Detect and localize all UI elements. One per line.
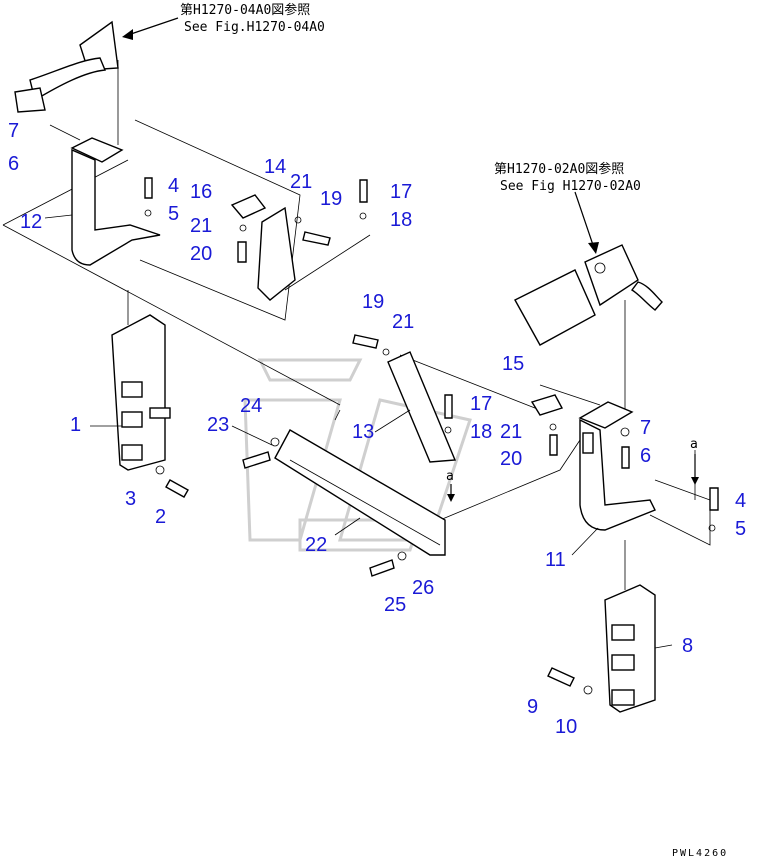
- rail-22: [242, 429, 446, 577]
- callout-21: 21: [392, 311, 414, 333]
- callout-21: 21: [190, 215, 212, 237]
- callout-13: 13: [352, 421, 374, 443]
- callout-numbers: 7 6 12 4 5 16 21 20 14 21 19 17 18 19 21…: [8, 120, 746, 738]
- bracket-11: [578, 401, 719, 532]
- callout-17: 17: [470, 393, 492, 415]
- callout-leaders: [44, 214, 673, 649]
- callout-5: 5: [168, 203, 179, 225]
- callout-24: 24: [240, 395, 262, 417]
- reference-2-line-1: 第H1270-02A0図参照: [494, 161, 624, 177]
- reference-1-line-1: 第H1270-04A0図参照: [180, 2, 310, 18]
- callout-22: 22: [305, 534, 327, 556]
- drawing-code: PWL4260: [672, 848, 728, 859]
- bracket-8: [547, 584, 656, 713]
- callout-20: 20: [500, 448, 522, 470]
- callout-19: 19: [320, 188, 342, 210]
- bracket-12: [14, 20, 161, 266]
- callout-6: 6: [640, 445, 651, 467]
- callout-21: 21: [500, 421, 522, 443]
- callout-4: 4: [735, 490, 746, 512]
- reference-arrows: [122, 17, 599, 254]
- callout-12: 12: [20, 211, 42, 233]
- callout-2: 2: [155, 506, 166, 528]
- callout-19: 19: [362, 291, 384, 313]
- callout-7: 7: [8, 120, 19, 142]
- callout-23: 23: [207, 414, 229, 436]
- callout-7: 7: [640, 417, 651, 439]
- bracket-1: [111, 314, 189, 498]
- reference-2-line-2: See Fig H1270-02A0: [500, 179, 641, 194]
- bracket-14: [144, 177, 368, 301]
- bracket-13: [352, 334, 564, 463]
- callout-3: 3: [125, 488, 136, 510]
- callout-18: 18: [470, 421, 492, 443]
- callout-14: 14: [264, 156, 286, 178]
- callout-4: 4: [168, 175, 179, 197]
- callout-17: 17: [390, 181, 412, 203]
- callout-9: 9: [527, 696, 538, 718]
- callout-20: 20: [190, 243, 212, 265]
- valve-right: [514, 244, 663, 346]
- reference-1-line-2: See Fig.H1270-04A0: [184, 20, 325, 35]
- callout-11: 11: [545, 549, 566, 571]
- callout-26: 26: [412, 577, 434, 599]
- reference-notes: 第H1270-04A0図参照 See Fig.H1270-04A0 第H1270…: [180, 2, 641, 194]
- callout-21: 21: [290, 171, 312, 193]
- callout-6: 6: [8, 153, 19, 175]
- callout-8: 8: [682, 635, 693, 657]
- callout-25: 25: [384, 594, 406, 616]
- connection-marks: a a: [446, 437, 699, 502]
- callout-18: 18: [390, 209, 412, 231]
- callout-5: 5: [735, 518, 746, 540]
- callout-1: 1: [70, 414, 81, 436]
- connection-mark-a: a: [690, 437, 698, 452]
- callout-16: 16: [190, 181, 212, 203]
- callout-15: 15: [502, 353, 524, 375]
- connection-mark-a: a: [446, 469, 454, 484]
- callout-10: 10: [555, 716, 577, 738]
